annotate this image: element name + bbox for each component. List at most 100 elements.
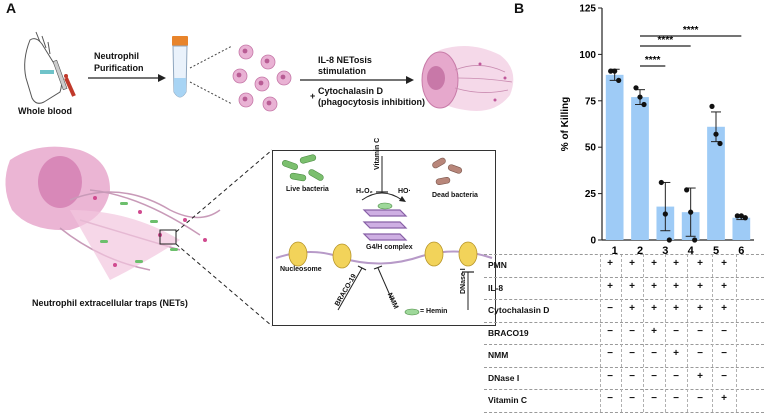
condition-cell: − xyxy=(629,325,635,337)
panel-a-letter: A xyxy=(6,0,17,16)
significance-label: **** xyxy=(658,35,674,46)
condition-cell: + xyxy=(673,258,679,269)
data-point xyxy=(616,77,622,83)
data-point xyxy=(742,215,748,221)
condition-label: Cytochalasin D xyxy=(488,305,550,315)
y-tick-label: 50 xyxy=(585,143,597,154)
condition-cell: + xyxy=(651,280,657,292)
hand-syringe-icon xyxy=(24,31,76,104)
significance-label: **** xyxy=(683,25,699,36)
data-point xyxy=(684,187,690,193)
workflow-illustration xyxy=(24,31,514,112)
g4h-complex-label: G4/H complex xyxy=(366,244,413,251)
table-row-divider xyxy=(484,299,764,301)
condition-cell: − xyxy=(607,348,613,359)
condition-cell: − xyxy=(697,348,703,359)
condition-cell: + xyxy=(629,258,635,269)
condition-cell: + xyxy=(721,258,727,269)
table-row-divider xyxy=(484,321,764,324)
condition-cell: + xyxy=(697,258,703,269)
condition-cell: − xyxy=(673,325,679,337)
condition-cell: + xyxy=(697,303,703,314)
condition-cell: + xyxy=(629,280,635,292)
dead-bacteria-label: Dead bacteria xyxy=(432,192,478,199)
condition-label: BRACO19 xyxy=(488,327,529,338)
condition-cell: − xyxy=(697,393,703,404)
data-point xyxy=(637,94,643,100)
plus-sign: + xyxy=(310,91,316,101)
nets-label: Neutrophil extracellular traps (NETs) xyxy=(32,298,188,308)
condition-cell: + xyxy=(721,303,727,314)
condition-cell: + xyxy=(651,303,657,314)
live-bacteria-label: Live bacteria xyxy=(286,186,329,193)
x-tick-label: 1 xyxy=(612,245,618,257)
y-axis-title: % of Killing xyxy=(560,97,571,151)
y-tick-label: 0 xyxy=(590,236,596,247)
condition-cell: − xyxy=(629,370,635,382)
condition-cell: − xyxy=(651,393,657,404)
condition-label: Vitamin C xyxy=(488,395,528,405)
condition-cell: − xyxy=(629,348,635,359)
y-tick-label: 100 xyxy=(579,50,596,61)
panel-b-letter: B xyxy=(514,0,525,16)
bar xyxy=(732,217,751,240)
il8-stimulation-line1: IL-8 NETosis xyxy=(318,55,372,65)
condition-cell: − xyxy=(697,325,703,337)
condition-cell: + xyxy=(697,370,703,382)
data-point xyxy=(662,211,668,217)
table-column-divider xyxy=(665,254,666,412)
hemin-legend-label: = Hemin xyxy=(420,308,448,315)
condition-cell: − xyxy=(607,325,613,337)
y-tick-label: 75 xyxy=(585,96,597,107)
nucleosome-label: Nucleosome xyxy=(280,266,322,273)
mechanism-inset xyxy=(272,150,496,326)
table-column-divider xyxy=(643,254,644,412)
data-point xyxy=(688,209,694,215)
data-point xyxy=(713,131,719,137)
condition-cell: + xyxy=(673,348,679,359)
netosis-cell-icon xyxy=(421,46,514,111)
table-column-divider xyxy=(600,254,601,412)
data-point xyxy=(738,213,744,219)
significance-label: **** xyxy=(645,55,661,66)
table-row-divider xyxy=(484,276,764,279)
nets-illustration xyxy=(5,146,221,280)
table-row-divider xyxy=(484,411,764,414)
dnase-label: DNase I xyxy=(460,268,467,294)
x-tick-label: 4 xyxy=(688,245,695,257)
condition-label: PMN xyxy=(488,260,507,270)
tube-icon xyxy=(172,36,188,98)
neutrophil-purification-label: Neutrophil Purification xyxy=(94,51,144,73)
ho-label: HO· xyxy=(398,188,411,195)
table-row-divider xyxy=(484,389,764,391)
y-tick-label: 125 xyxy=(579,4,596,15)
data-point xyxy=(612,68,618,74)
condition-cell: − xyxy=(607,303,613,314)
condition-cell: − xyxy=(607,370,613,382)
y-tick-label: 25 xyxy=(585,189,597,200)
condition-cell: + xyxy=(721,280,727,292)
whole-blood-label: Whole blood xyxy=(18,106,72,116)
condition-cell: − xyxy=(673,370,679,382)
condition-label: NMM xyxy=(488,350,509,360)
data-point xyxy=(633,85,639,91)
condition-cell: + xyxy=(607,280,613,292)
table-row-divider xyxy=(484,344,764,346)
data-point xyxy=(709,103,715,109)
il8-stimulation-line2: stimulation xyxy=(318,66,367,76)
condition-cell: + xyxy=(607,258,613,269)
table-column-divider xyxy=(621,254,622,412)
condition-cell: + xyxy=(629,303,635,314)
condition-cell: + xyxy=(673,303,679,314)
condition-cell: + xyxy=(697,280,703,292)
data-point xyxy=(717,140,723,147)
data-point xyxy=(692,237,698,243)
x-tick-label: 6 xyxy=(738,245,744,257)
condition-cell: − xyxy=(651,348,657,359)
bar xyxy=(707,126,725,240)
table-row-divider xyxy=(484,366,764,369)
condition-cell: − xyxy=(721,348,727,359)
condition-label: DNase I xyxy=(488,372,520,383)
data-point xyxy=(658,179,664,186)
